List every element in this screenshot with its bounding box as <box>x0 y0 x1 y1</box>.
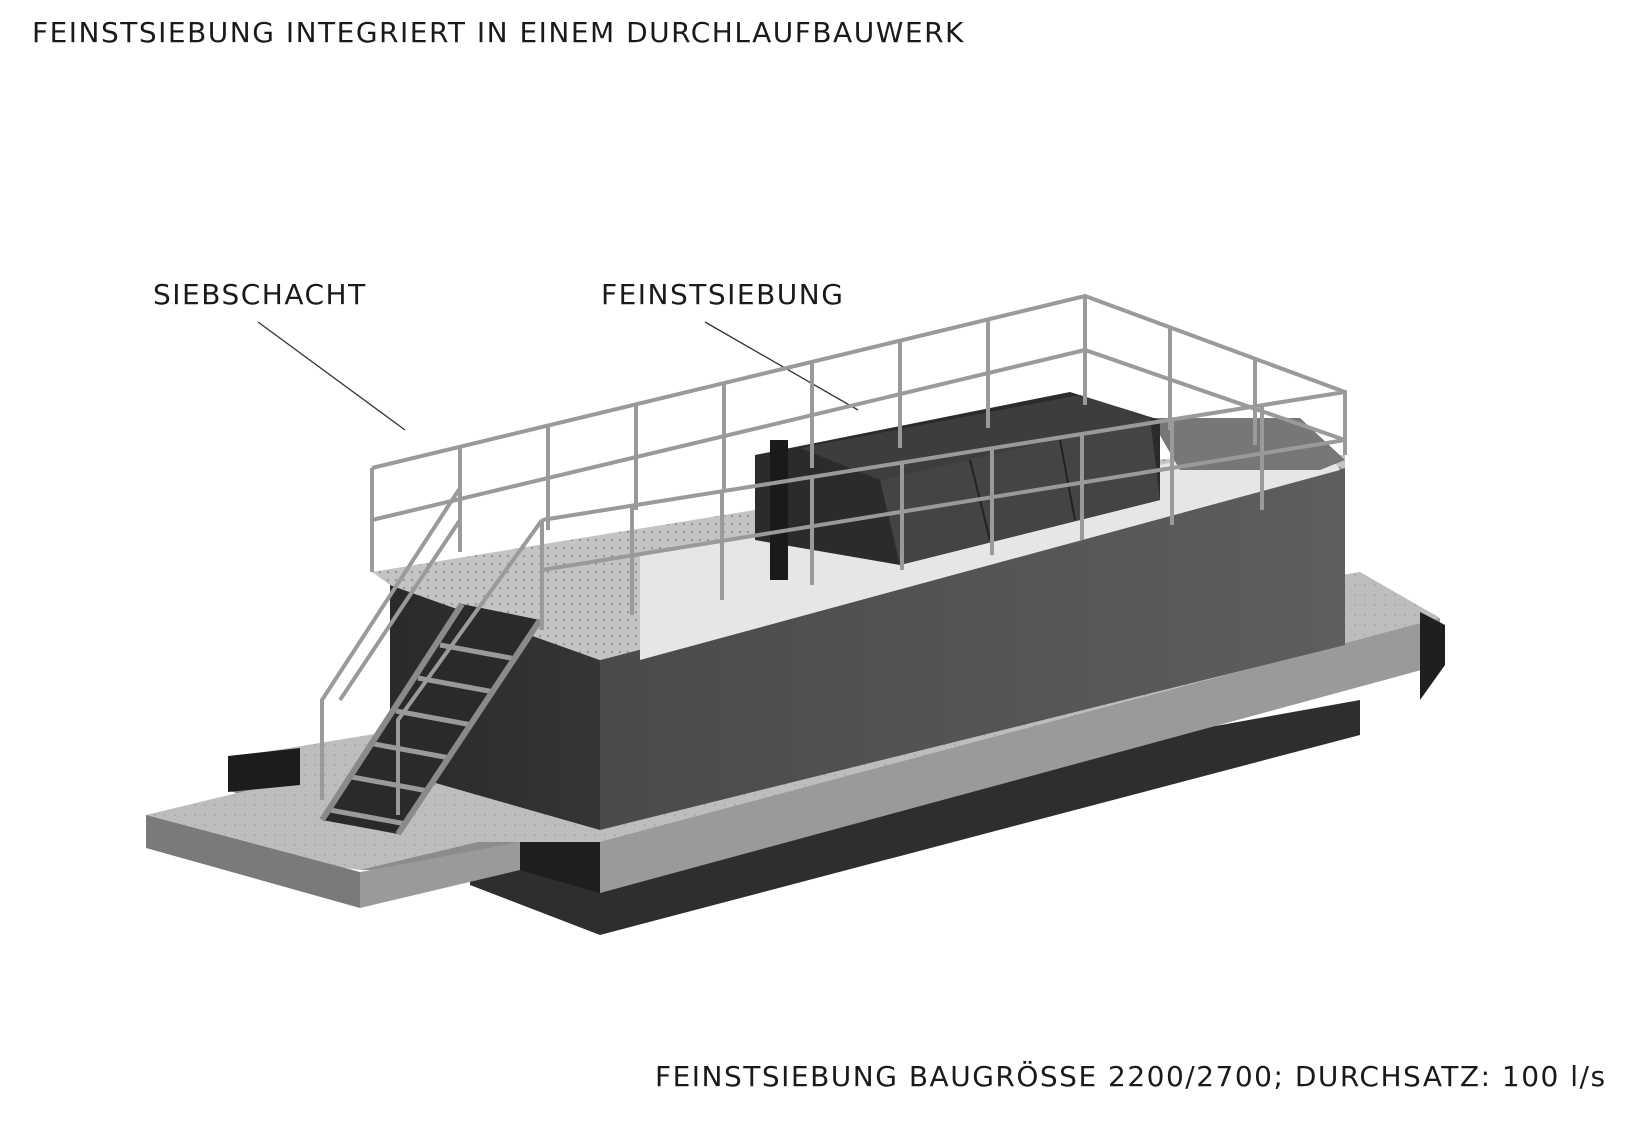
safety-railing <box>320 293 1347 815</box>
leader-feinstsiebung <box>704 321 859 411</box>
label-feinstsiebung: FEINSTSIEBUNG <box>601 278 845 311</box>
caption: FEINSTSIEBUNG BAUGRÖSSE 2200/2700; DURCH… <box>655 1060 1607 1093</box>
label-siebschacht: SIEBSCHACHT <box>153 278 367 311</box>
access-stairs <box>319 602 543 836</box>
leader-siebschacht <box>257 321 406 431</box>
page-title: FEINSTSIEBUNG INTEGRIERT IN EINEM DURCHL… <box>32 16 965 49</box>
